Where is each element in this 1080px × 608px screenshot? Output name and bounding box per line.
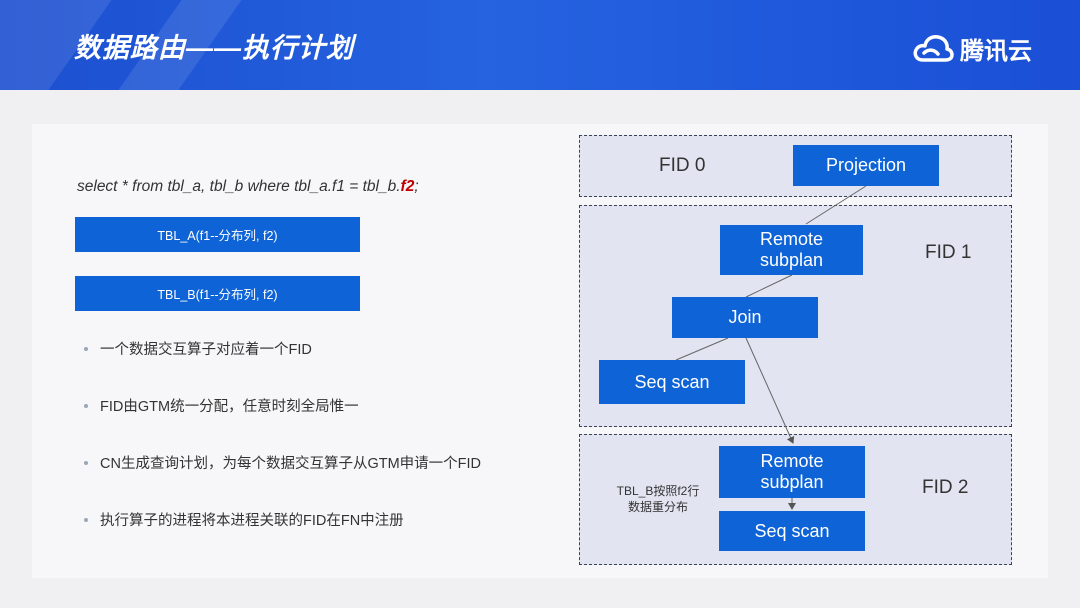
bullet-item: FID由GTM统一分配，任意时刻全局惟一: [84, 395, 359, 416]
note-line: TBL_B按照f2行: [616, 484, 700, 498]
slide-header: 数据路由——执行计划 腾讯云: [0, 0, 1080, 90]
sql-highlight: f2: [400, 178, 415, 195]
seq-scan-node-2: Seq scan: [719, 511, 865, 551]
edge-join-remote2: [745, 337, 795, 444]
fid1-label: FID 1: [925, 242, 972, 263]
remote-subplan-node-2: Remote subplan: [719, 446, 865, 498]
bullet-text: 一个数据交互算子对应着一个FID: [100, 342, 312, 358]
node-line: subplan: [759, 250, 824, 270]
bullet-dot: [84, 346, 88, 351]
table-b-box: TBL_B(f1--分布列, f2): [75, 276, 360, 311]
node-line: Remote: [760, 451, 824, 471]
bullet-item: 执行算子的进程将本进程关联的FID在FN中注册: [84, 509, 404, 530]
bullet-text: 执行算子的进程将本进程关联的FID在FN中注册: [100, 513, 404, 529]
sql-suffix: ;: [414, 178, 419, 195]
bullet-item: CN生成查询计划，为每个数据交互算子从GTM申请一个FID: [84, 452, 481, 473]
logo-text: 腾讯云: [960, 37, 1032, 65]
seq-scan-node-1: Seq scan: [599, 360, 745, 404]
tencent-cloud-logo: 腾讯云: [912, 30, 1032, 66]
fid0-label: FID 0: [659, 155, 706, 176]
sql-prefix: select * from tbl_a, tbl_b where tbl_a.f…: [77, 178, 401, 195]
bullet-dot: [84, 403, 88, 408]
edge-remote-join: [745, 274, 793, 298]
sql-statement: select * from tbl_a, tbl_b where tbl_a.f…: [77, 178, 419, 196]
slide-title: 数据路由——执行计划: [74, 33, 354, 63]
table-a-box: TBL_A(f1--分布列, f2): [75, 217, 360, 252]
cloud-icon: [913, 35, 954, 62]
join-node: Join: [672, 297, 818, 338]
projection-node: Projection: [793, 145, 939, 186]
bullet-text: CN生成查询计划，为每个数据交互算子从GTM申请一个FID: [100, 456, 482, 472]
fid2-label: FID 2: [922, 477, 969, 498]
remote-subplan-node-1: Remote subplan: [720, 225, 863, 275]
edge-join-seqscan: [675, 337, 729, 361]
note-line: 数据重分布: [627, 500, 688, 514]
node-line: subplan: [760, 472, 824, 492]
bullet-text: FID由GTM统一分配，任意时刻全局惟一: [100, 399, 359, 415]
edge-projection-remote: [805, 185, 867, 225]
bullet-item: 一个数据交互算子对应着一个FID: [84, 338, 312, 359]
bullet-dot: [84, 517, 88, 522]
redistribution-note: TBL_B按照f2行 数据重分布: [604, 483, 712, 515]
bullet-dot: [84, 460, 88, 465]
node-line: Remote: [759, 229, 824, 249]
